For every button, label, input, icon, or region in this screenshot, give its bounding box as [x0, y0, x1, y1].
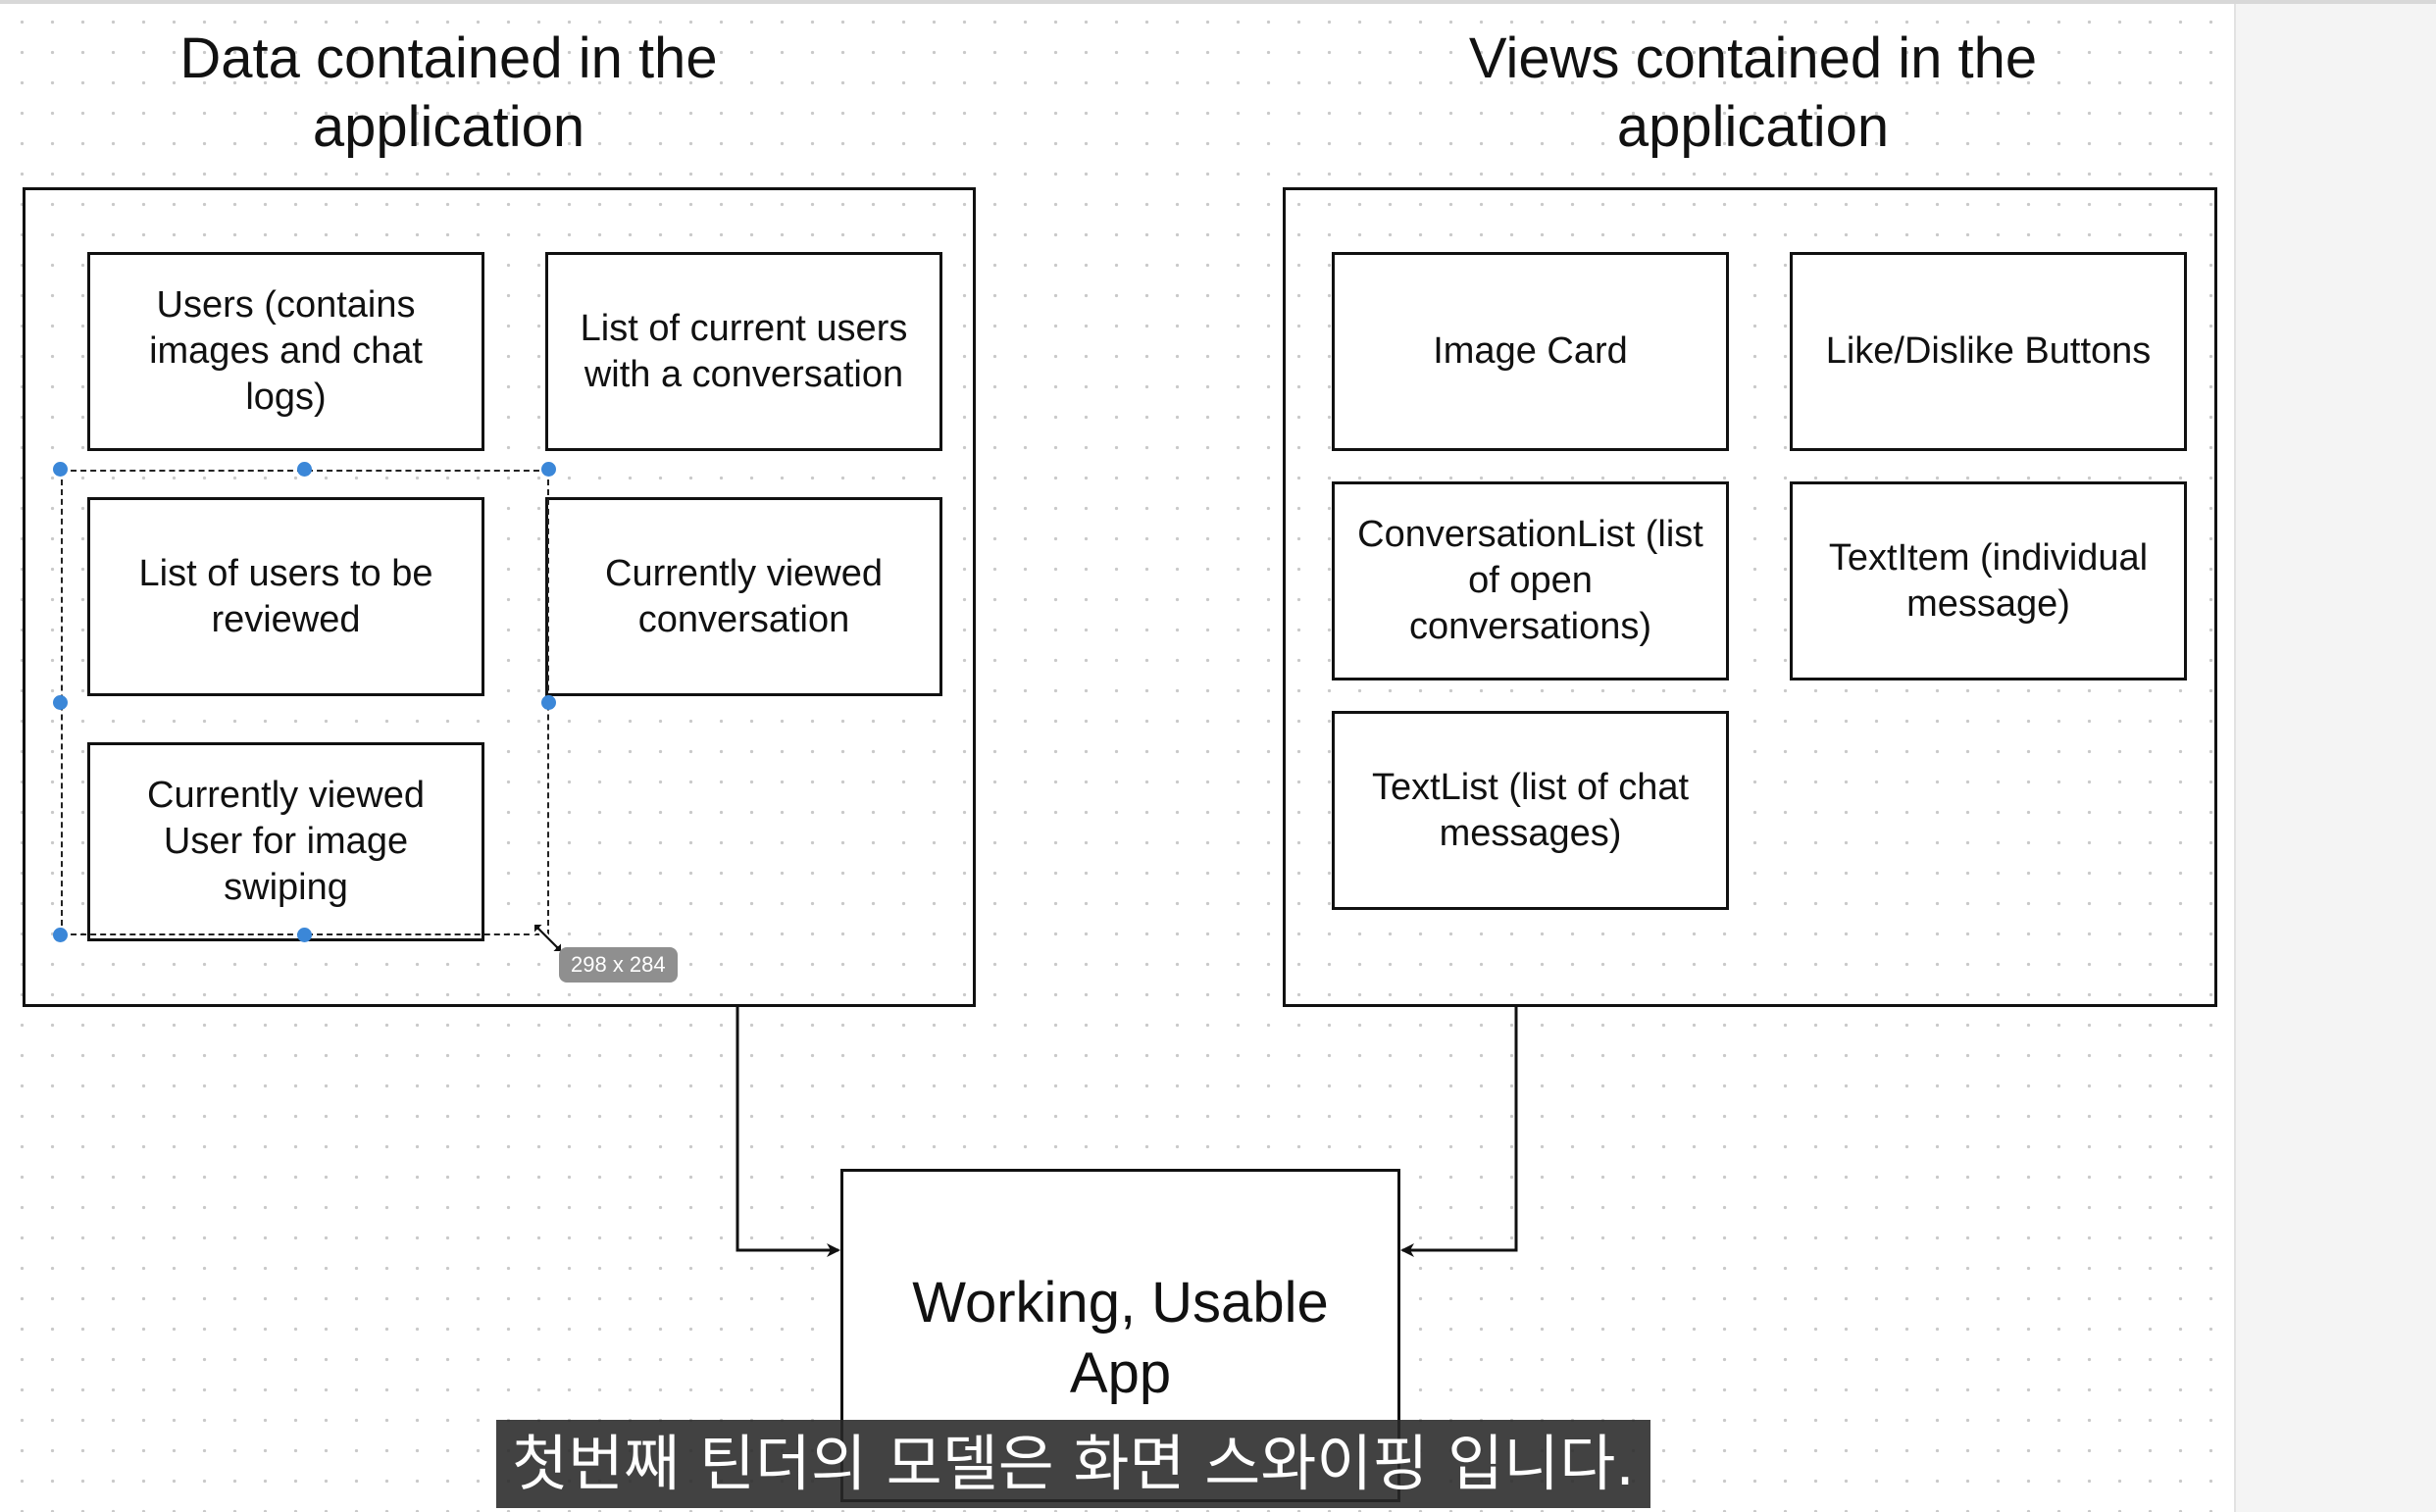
data-container[interactable]: [23, 187, 976, 1007]
connector-arrows: [736, 1007, 1518, 1257]
views-heading: Views contained in the application: [1468, 26, 2038, 159]
data-box-viewed-conversation-label: Currently viewed conversation: [605, 552, 883, 640]
video-subtitle: 첫번째 틴더의 모델은 화면 스와이핑 입니다.: [496, 1420, 1650, 1508]
view-box-text-list-label: TextList (list of chat messages): [1371, 766, 1690, 854]
data-box-viewed-conversation[interactable]: Currently viewed conversation: [545, 497, 942, 696]
data-box-current-conversations[interactable]: List of current users with a conversatio…: [545, 252, 942, 451]
view-box-text-list[interactable]: TextList (list of chat messages): [1332, 711, 1729, 910]
data-box-current-conversations-label: List of current users with a conversatio…: [580, 307, 908, 395]
views-to-app-arrow: [1400, 1007, 1518, 1257]
view-box-text-item-label: TextItem (individual message): [1828, 536, 2149, 625]
view-box-image-card[interactable]: Image Card: [1332, 252, 1729, 451]
data-box-users-to-review[interactable]: List of users to be reviewed: [87, 497, 484, 696]
data-box-users-label: Users (contains images and chat logs): [149, 284, 423, 418]
view-box-like-dislike[interactable]: Like/Dislike Buttons: [1790, 252, 2187, 451]
top-rule: [0, 0, 2436, 4]
selection-box[interactable]: [61, 470, 549, 935]
data-box-users-to-review-label: List of users to be reviewed: [138, 552, 433, 640]
resize-handle-tr[interactable]: [541, 462, 556, 477]
right-gutter: [2234, 0, 2436, 1512]
resize-handle-bl[interactable]: [53, 928, 68, 942]
resize-handle-bm[interactable]: [297, 928, 312, 942]
view-box-conversation-list-label: ConversationList (list of open conversat…: [1357, 514, 1703, 647]
resize-handle-mr[interactable]: [541, 695, 556, 710]
view-box-text-item[interactable]: TextItem (individual message): [1790, 481, 2187, 680]
data-heading: Data contained in the application: [179, 26, 718, 159]
data-to-app-arrow: [736, 1007, 840, 1257]
data-box-viewed-user[interactable]: Currently viewed User for image swiping: [87, 742, 484, 941]
view-box-like-dislike-label: Like/Dislike Buttons: [1825, 330, 2152, 372]
resize-handle-tm[interactable]: [297, 462, 312, 477]
working-app-label: Working, Usable App: [912, 1271, 1329, 1405]
data-box-users[interactable]: Users (contains images and chat logs): [87, 252, 484, 451]
views-container[interactable]: [1283, 187, 2217, 1007]
view-box-conversation-list[interactable]: ConversationList (list of open conversat…: [1332, 481, 1729, 680]
resize-handle-tl[interactable]: [53, 462, 68, 477]
view-box-image-card-label: Image Card: [1433, 330, 1628, 372]
data-box-viewed-user-label: Currently viewed User for image swiping: [147, 775, 425, 908]
size-tooltip: 298 x 284: [559, 947, 678, 983]
resize-handle-ml[interactable]: [53, 695, 68, 710]
